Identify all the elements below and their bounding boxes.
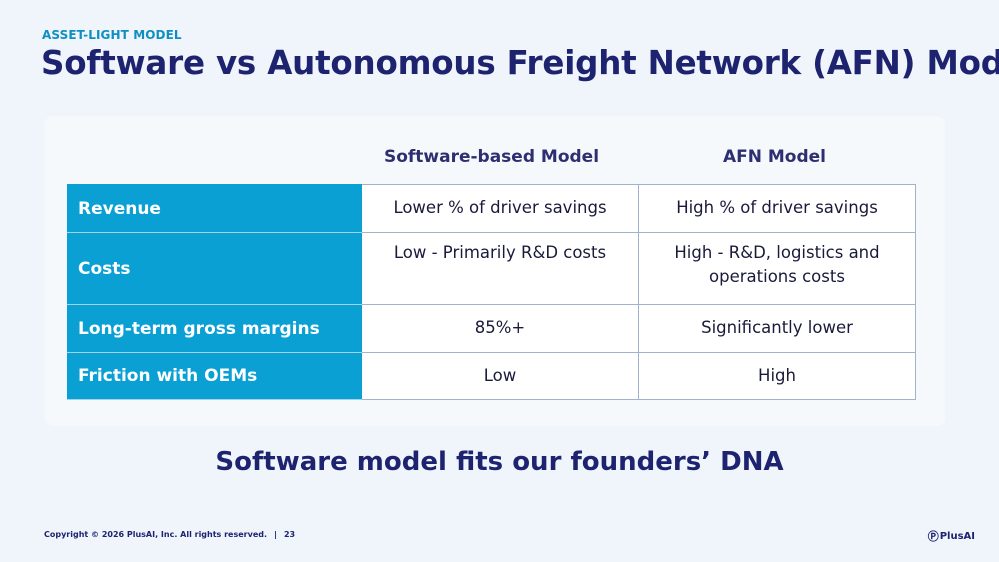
row-label-costs: Costs [67,232,362,305]
column-header-afn: AFN Model [722,147,827,167]
cell-friction-afn: High [638,352,916,400]
cell-friction-software: Low [361,352,639,400]
cell-costs-afn: High - R&D, logistics and operations cos… [638,232,916,305]
footer-separator: | [274,530,277,539]
plusai-logo-icon: Ⓟ [927,530,939,543]
comparison-table: Revenue Lower % of driver savings High %… [67,184,916,400]
table-row: Costs Low - Primarily R&D costs High - R… [67,232,916,305]
table-row: Revenue Lower % of driver savings High %… [67,184,916,233]
table-row: Friction with OEMs Low High [67,352,916,400]
copyright-text: Copyright © 2026 PlusAI, Inc. All rights… [44,530,268,539]
plusai-logo: Ⓟ PlusAI [928,528,975,544]
cell-margins-software: 85%+ [361,304,639,353]
page-number: 23 [283,530,296,539]
cell-revenue-software: Lower % of driver savings [361,184,639,233]
footer: Copyright © 2026 PlusAI, Inc. All rights… [44,530,295,539]
row-label-friction: Friction with OEMs [67,352,362,400]
row-label-revenue: Revenue [67,184,362,233]
cell-revenue-afn: High % of driver savings [638,184,916,233]
cell-costs-software: Low - Primarily R&D costs [361,232,639,305]
eyebrow-label: ASSET-LIGHT MODEL [42,28,182,42]
slide-title: Software vs Autonomous Freight Network (… [41,44,999,82]
row-label-margins: Long-term gross margins [67,304,362,353]
tagline: Software model fits our founders’ DNA [215,447,784,477]
table-row: Long-term gross margins 85%+ Significant… [67,304,916,353]
cell-margins-afn: Significantly lower [638,304,916,353]
logo-text: PlusAI [939,530,975,542]
column-header-software: Software-based Model [383,147,600,167]
